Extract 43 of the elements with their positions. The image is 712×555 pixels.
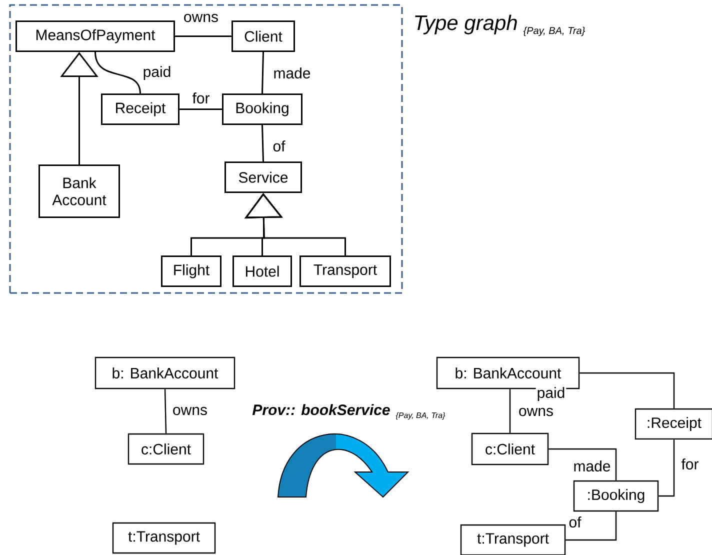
type-graph-frame [9, 4, 403, 294]
heading-subscript: {Pay, BA, Tra} [523, 26, 585, 36]
rule-subscript: {Pay, BA, Tra} [396, 412, 446, 420]
edge-label: owns [182, 12, 220, 24]
edge-label: of [272, 140, 286, 152]
edge-label: owns [518, 406, 555, 418]
association-line [658, 440, 675, 497]
edge-label: made [572, 460, 612, 472]
rule-name: Prov:: bookService [252, 404, 390, 416]
association-line [180, 108, 222, 110]
class-box: Flight [161, 256, 222, 287]
association-line [262, 52, 264, 94]
edge-label: paid [142, 65, 172, 81]
class-box: Service [224, 162, 302, 193]
edge-label: owns [172, 406, 208, 416]
association-line [175, 36, 232, 37]
association-line [548, 448, 617, 480]
edge-label: for [191, 92, 211, 104]
association-line [580, 372, 675, 408]
class-box: Bank Account [38, 164, 120, 218]
heading: Type graph [415, 14, 517, 34]
object-box: t:Transport [112, 522, 216, 554]
class-box: Client [232, 20, 295, 52]
object-box: t:Transport [460, 524, 566, 555]
edge-label: of [568, 516, 582, 528]
object-box: c:Client [128, 433, 204, 465]
association-line [566, 512, 617, 541]
class-box: MeansOfPayment [16, 20, 175, 52]
class-box: Receipt [101, 94, 180, 125]
edge-label: made [272, 66, 312, 80]
association-line [262, 124, 264, 162]
class-box: Booking [222, 94, 302, 125]
association-line [509, 389, 511, 433]
object-box: c:Client [471, 432, 549, 466]
object-box: b: BankAccount [94, 356, 236, 390]
class-box: Transport [300, 256, 391, 287]
class-box: Hotel [232, 256, 292, 287]
object-box: :Booking [573, 480, 659, 512]
association-line [164, 389, 167, 434]
edge-label: for [680, 458, 700, 470]
edge-label: paid [536, 386, 566, 402]
object-box: :Receipt [634, 408, 712, 440]
association-line [94, 52, 141, 94]
